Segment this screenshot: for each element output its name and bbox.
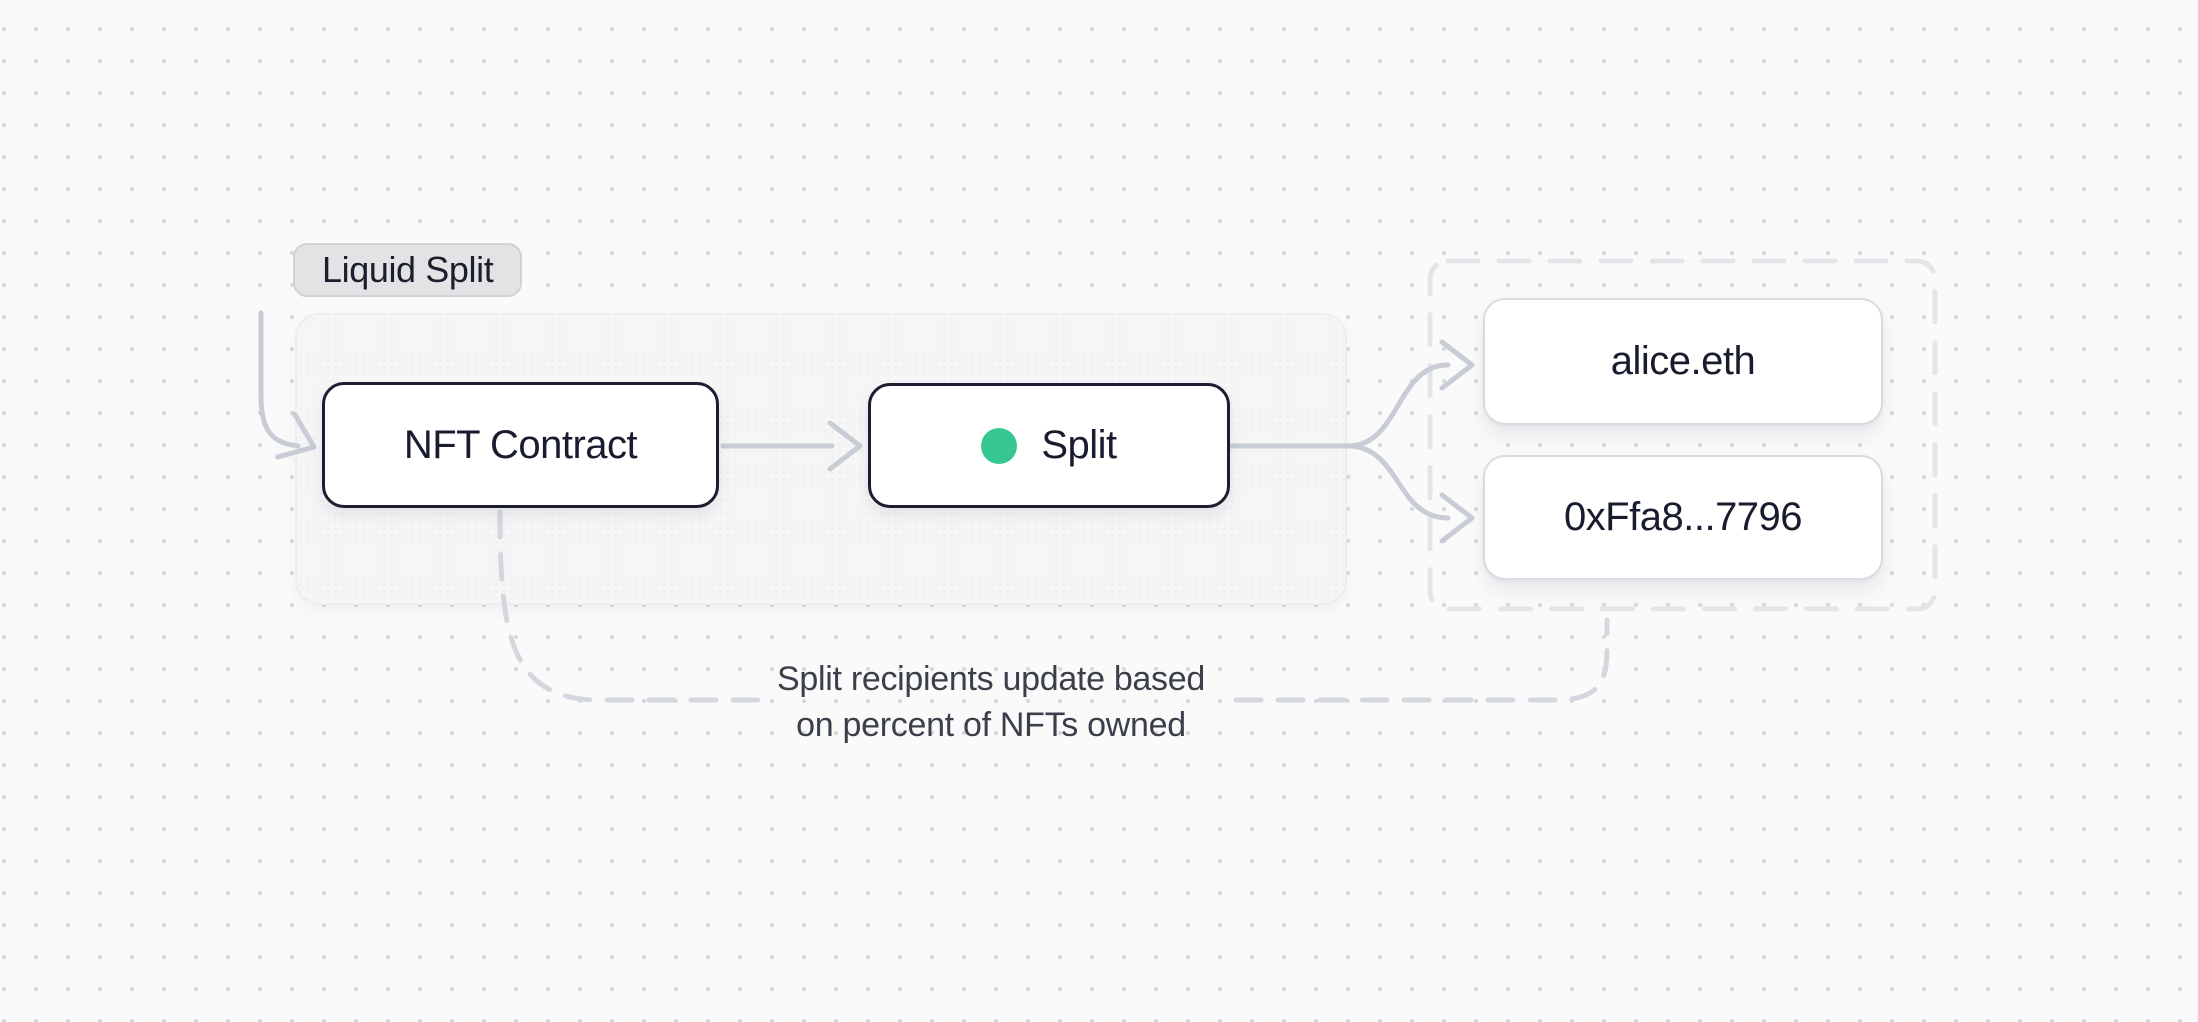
edge-update-label-line1: Split recipients update based xyxy=(777,660,1205,698)
edge-update-connector-right xyxy=(1233,617,1610,703)
liquid-split-badge[interactable]: Liquid Split xyxy=(293,243,523,297)
arrowhead-incoming-icon xyxy=(275,411,317,460)
node-nft-contract-label: NFT Contract xyxy=(403,422,638,467)
node-split-label: Split xyxy=(1041,423,1117,467)
node-recipient-address[interactable]: 0xFfa8...7796 xyxy=(1483,455,1883,580)
recipients-group-outline[interactable] xyxy=(1427,258,1938,612)
split-status-dot-icon xyxy=(981,427,1018,464)
edge-split-to-recipient-1 xyxy=(1345,362,1451,449)
arrowhead-nft-to-split-icon xyxy=(827,420,863,472)
node-recipient-alice-label: alice.eth xyxy=(1610,339,1756,383)
edge-split-to-recipient-2 xyxy=(1345,443,1451,521)
node-nft-contract[interactable]: NFT Contract xyxy=(322,382,719,508)
liquid-split-badge-label: Liquid Split xyxy=(322,249,494,290)
edge-incoming xyxy=(258,310,301,449)
edge-update-label-line2: on percent of NFTs owned xyxy=(796,706,1186,744)
node-recipient-address-label: 0xFfa8...7796 xyxy=(1563,495,1803,539)
arrowhead-recipient-2-icon xyxy=(1439,492,1475,544)
edge-update-label: Split recipients update based on percent… xyxy=(777,656,1205,748)
node-recipient-alice[interactable]: alice.eth xyxy=(1483,298,1883,425)
node-split[interactable]: Split xyxy=(868,383,1230,508)
edge-update-connector-left xyxy=(497,509,769,703)
arrowhead-recipient-1-icon xyxy=(1439,339,1475,391)
